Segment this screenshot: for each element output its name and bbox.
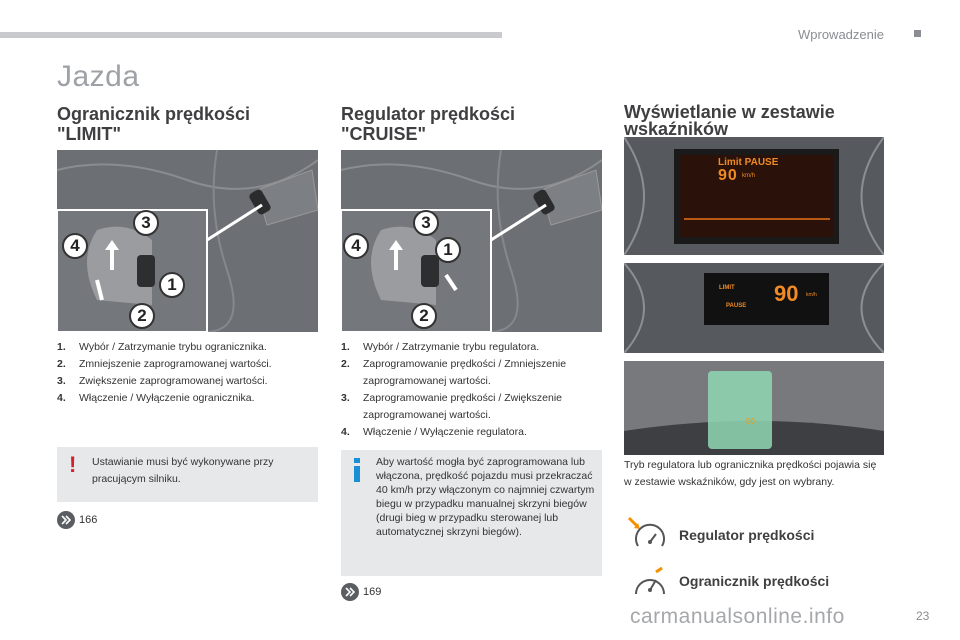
cruise-heading-line2: "CRUISE" [341, 124, 427, 144]
cruise-page-ref-number: 169 [363, 586, 382, 598]
list-item: 2.Zaprogramowanie prędkości / Zmniejszen… [341, 358, 567, 387]
screen2-unit: km/h [806, 292, 817, 298]
list-item: 2.Zmniejszenie zaprogramowanej wartości. [57, 358, 272, 370]
limit-warning-text: Ustawianie musi być wykonywane przy prac… [92, 456, 274, 485]
limit-heading-line2: "LIMIT" [57, 124, 122, 144]
limit-steps-list: 1.Wybór / Zatrzymanie trybu ogranicznika… [57, 339, 319, 407]
page-ref-icon [341, 583, 359, 601]
limit-heading-line1: Ogranicznik prędkości [57, 104, 251, 124]
list-item: 4.Włączenie / Wyłączenie regulatora. [341, 426, 527, 438]
cruise-info-box: Aby wartość mogła być zaprogramowana lub… [341, 450, 602, 576]
cruise-stalk-photo: 3 4 1 2 [341, 150, 602, 332]
steering-column-illustration [57, 150, 318, 332]
screen3-speed: 90 [746, 417, 755, 426]
cruise-indicator-label: Regulator prędkości [679, 527, 815, 543]
limit-page-ref[interactable]: 166 [57, 511, 97, 529]
cruise-page-ref[interactable]: 169 [341, 583, 381, 601]
section-label: Wprowadzenie [798, 27, 884, 42]
screen2-mode-top: LIMIT [719, 285, 735, 291]
callout-4: 4 [343, 233, 369, 259]
steering-column-illustration [341, 150, 602, 332]
limit-stalk-photo: 3 4 1 2 [57, 150, 318, 332]
callout-3: 3 [133, 210, 159, 236]
cruise-heading-line1: Regulator prędkości [341, 104, 516, 124]
cluster-display-photo-3: 90 [624, 361, 884, 455]
display-heading: Wyświetlanie w zestawie wskaźników [624, 102, 835, 139]
watermark: carmanualsonline.info [630, 605, 845, 628]
header-bar [0, 32, 502, 38]
cluster-display-photo-2: LIMIT PAUSE 90 km/h [624, 263, 884, 353]
list-item: 4.Włączenie / Wyłączenie ogranicznika. [57, 392, 255, 404]
display-heading-line1: Wyświetlanie w zestawie [624, 102, 835, 122]
callout-4: 4 [62, 233, 88, 259]
display-heading-line2: wskaźników [624, 119, 729, 139]
callout-1: 1 [435, 237, 461, 263]
page-ref-icon [57, 511, 75, 529]
limit-page-ref-number: 166 [79, 514, 98, 526]
callout-2: 2 [411, 303, 437, 329]
screen1-speed: 90 [718, 167, 738, 184]
limiter-indicator-label: Ogranicznik prędkości [679, 573, 830, 589]
warning-icon: ! [69, 452, 77, 477]
display-caption: Tryb regulatora lub ogranicznika prędkoś… [624, 459, 877, 488]
limit-heading: Ogranicznik prędkości "LIMIT" [57, 104, 250, 144]
list-item: 1.Wybór / Zatrzymanie trybu regulatora. [341, 341, 540, 353]
speed-limiter-icon [635, 566, 665, 595]
screen1-unit: km/h [742, 173, 756, 179]
screen2-mode-bottom: PAUSE [726, 303, 747, 309]
cruise-control-icon [627, 516, 665, 547]
cruise-steps-list: 1.Wybór / Zatrzymanie trybu regulatora. … [341, 339, 603, 441]
cruise-heading: Regulator prędkości "CRUISE" [341, 104, 515, 144]
callout-2: 2 [129, 303, 155, 329]
info-icon [354, 458, 360, 482]
cruise-info-text: Aby wartość mogła być zaprogramowana lub… [376, 456, 595, 538]
list-item: 1.Wybór / Zatrzymanie trybu ogranicznika… [57, 341, 267, 353]
callout-3: 3 [413, 210, 439, 236]
limit-warning-box: ! Ustawianie musi być wykonywane przy pr… [57, 447, 318, 502]
screen2-speed: 90 [774, 281, 799, 306]
list-item: 3.Zaprogramowanie prędkości / Zwiększeni… [341, 392, 563, 421]
page-number: 23 [916, 609, 930, 623]
screen1-mode: Limit PAUSE [718, 157, 779, 168]
page-title: Jazda [57, 60, 140, 93]
callout-1: 1 [159, 272, 185, 298]
section-marker [914, 30, 921, 37]
list-item: 3.Zwiększenie zaprogramowanej wartości. [57, 375, 268, 387]
cluster-display-photo-1: Limit PAUSE 90 km/h [624, 137, 884, 255]
